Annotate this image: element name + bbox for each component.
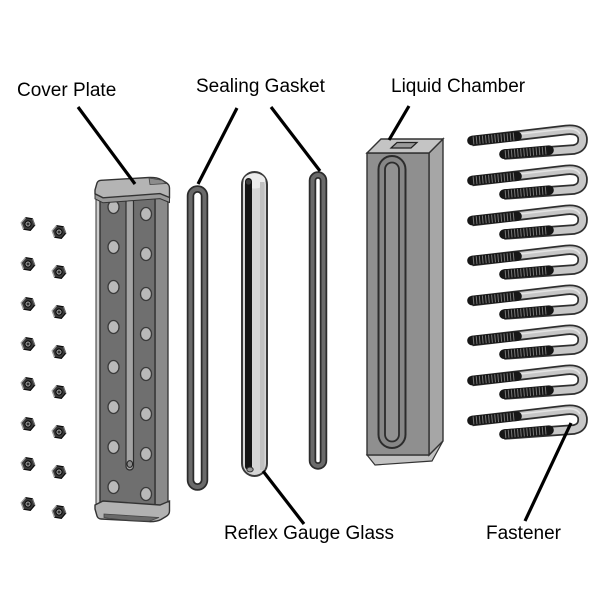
bolt-hole [139, 326, 153, 342]
bolt-hole [107, 479, 120, 495]
bottom-cap-shadow [103, 513, 160, 522]
gasket-ring-body [310, 173, 326, 468]
bolt-hole [139, 406, 153, 422]
bolt-hole [139, 286, 153, 302]
u-bolt [472, 329, 583, 355]
gasket-ring-outline [186, 185, 209, 491]
reflex-gauge-glass-graphic [241, 171, 268, 477]
u-bolt [472, 129, 583, 155]
liquid-chamber-groove-inner [384, 161, 400, 443]
sealing-gasket-right-graphic [308, 171, 328, 470]
leader-line-fastener [523, 422, 573, 522]
hex-nut [20, 337, 36, 351]
fastener-group [472, 129, 583, 435]
leader-line-liquid-chamber [387, 105, 411, 141]
bolt-hole [107, 279, 120, 295]
bolt-hole [107, 439, 120, 455]
cover-plate-graphic [94, 176, 171, 523]
hex-nut-group [20, 217, 67, 519]
hex-nut [20, 297, 36, 311]
u-bolt [472, 169, 583, 195]
bolt-hole [139, 446, 153, 462]
u-bolt [472, 249, 583, 275]
hex-nut [51, 265, 67, 279]
label-sealing-gasket: Sealing Gasket [196, 76, 325, 97]
bolt-hole [139, 246, 153, 262]
sealing-gasket-left-graphic [186, 185, 209, 491]
leader-line-cover-plate [76, 106, 137, 185]
bolt-hole [107, 359, 120, 375]
leader-lines [76, 105, 573, 525]
u-bolt [472, 289, 583, 315]
hex-nut [51, 505, 67, 519]
hex-nut [20, 217, 36, 231]
label-liquid-chamber: Liquid Chamber [391, 76, 526, 97]
hex-nut [20, 257, 36, 271]
u-bolt [472, 369, 583, 395]
leader-line-sealing-gasket-right [269, 106, 322, 172]
liquid-chamber-side-face [428, 137, 444, 457]
slot-end-hole [126, 460, 134, 468]
hex-nut [51, 425, 67, 439]
bolt-hole [139, 486, 153, 502]
cover-plate-holes [107, 199, 153, 502]
hex-nut [51, 465, 67, 479]
bolt-hole [139, 206, 153, 222]
cover-plate-slot [125, 197, 135, 471]
liquid-chamber-graphic [365, 137, 445, 466]
hex-nut [51, 225, 67, 239]
liquid-chamber-top-slot [389, 141, 419, 149]
cover-plate-side-face [154, 184, 169, 516]
hex-nut [20, 417, 36, 431]
hex-nut [51, 305, 67, 319]
gasket-ring-body [188, 187, 207, 489]
top-cap-chamfer [148, 177, 168, 186]
bolt-hole [107, 239, 120, 255]
hex-nut [51, 345, 67, 359]
hex-nut [20, 497, 36, 511]
gauge-glass-reflex-stripe [245, 178, 252, 470]
label-cover-plate: Cover Plate [17, 80, 117, 101]
u-bolt [472, 209, 583, 235]
label-reflex-gauge-glass: Reflex Gauge Glass [224, 523, 395, 544]
bolt-hole [107, 399, 120, 415]
bolt-hole [107, 319, 120, 335]
gauge-glass-bottom-hole [246, 466, 254, 473]
bolt-hole [139, 366, 153, 382]
hex-nut [20, 377, 36, 391]
hex-nut [20, 457, 36, 471]
label-fastener: Fastener [486, 523, 561, 544]
leader-line-reflex-gauge-glass [261, 470, 306, 525]
gauge-glass-side-shade [260, 182, 265, 470]
gauge-glass-top-hole [245, 179, 252, 185]
hex-nut [51, 385, 67, 399]
leader-line-sealing-gasket-left [196, 107, 239, 185]
